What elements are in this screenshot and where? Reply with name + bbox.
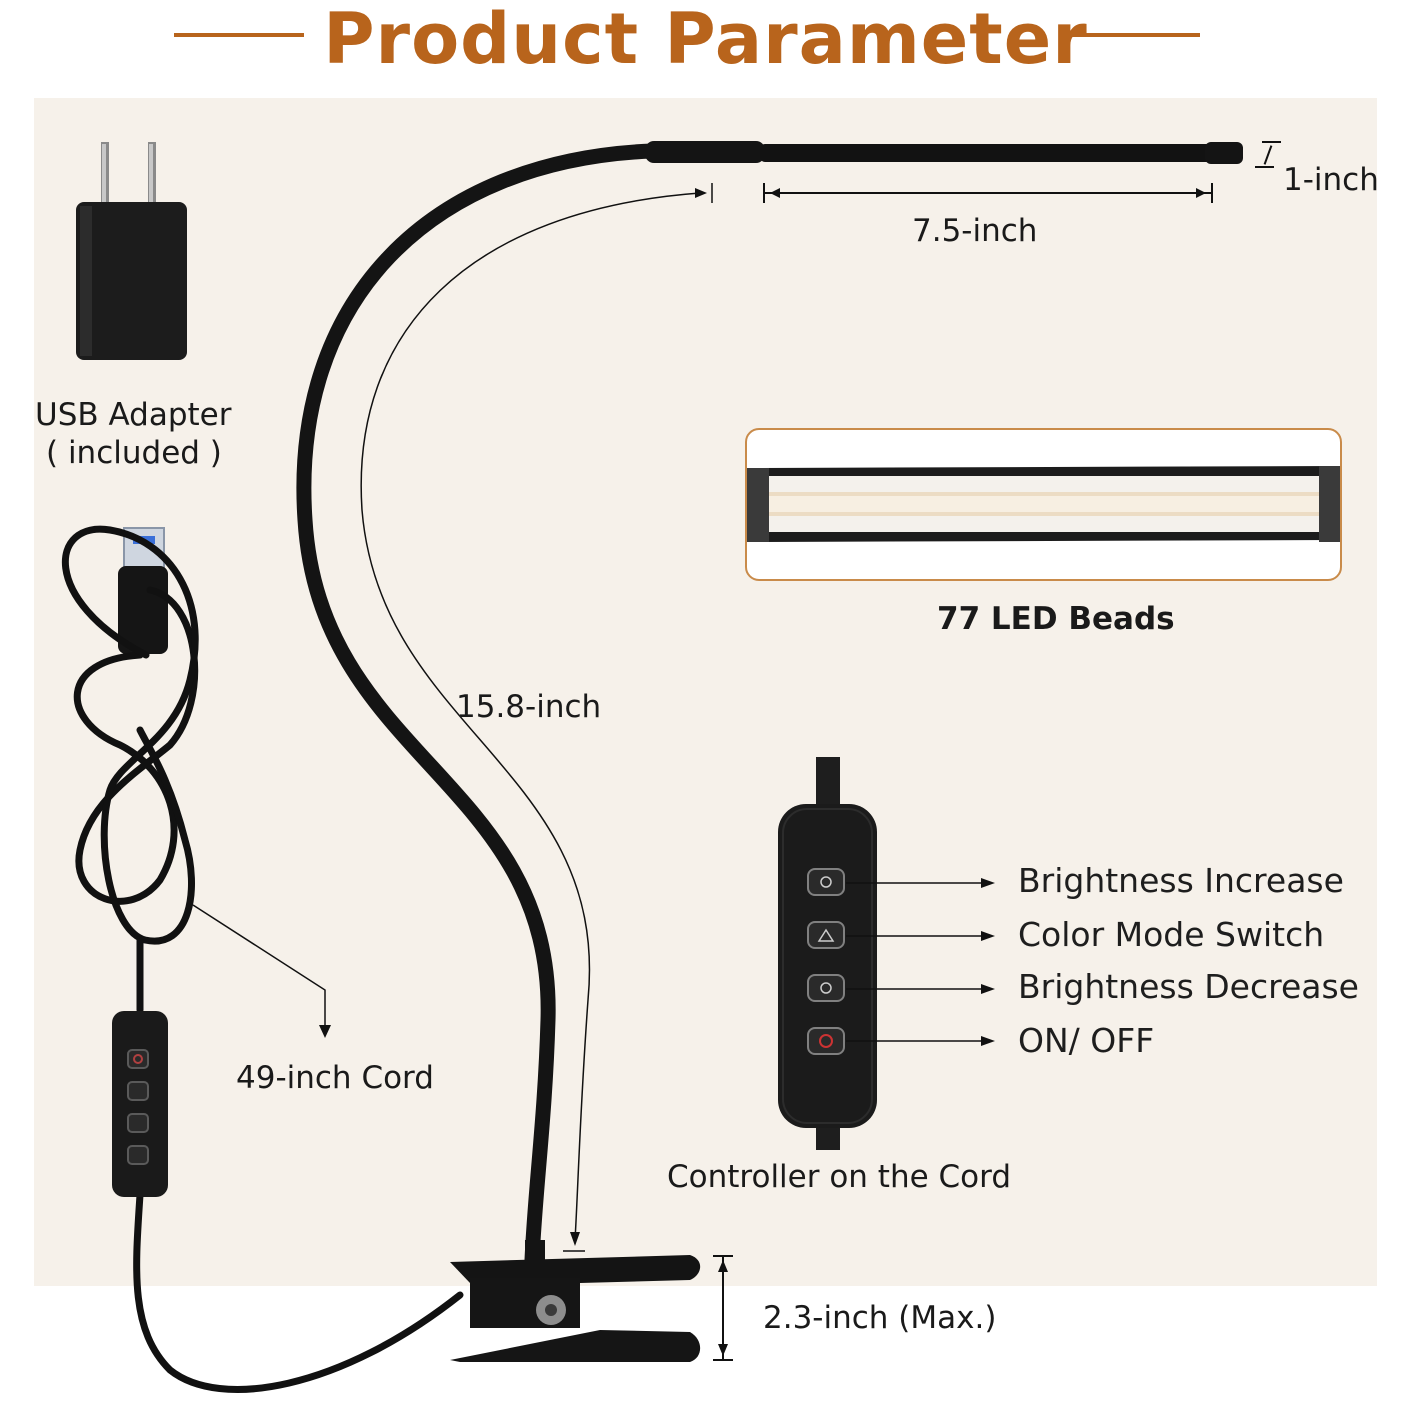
- gooseneck-length-label: 15.8-inch: [456, 689, 602, 725]
- color-mode-icon: [807, 921, 845, 949]
- led-beads-label: 77 LED Beads: [937, 601, 1175, 637]
- clamp-opening-label: 2.3-inch (Max.): [763, 1300, 997, 1336]
- cord-length-label: 49-inch Cord: [236, 1060, 434, 1096]
- brightness-down-icon: [807, 974, 845, 1002]
- brightness-up-icon: [807, 868, 845, 896]
- color-mode-switch-label: Color Mode Switch: [1018, 915, 1325, 954]
- clamp-icon: [450, 1240, 701, 1362]
- product-panel: [34, 98, 1377, 1286]
- power-icon: [807, 1027, 845, 1055]
- head-dimension-lines: [763, 141, 1281, 203]
- brightness-increase-label: Brightness Increase: [1018, 861, 1344, 900]
- led-strip-art: [747, 466, 1340, 542]
- on-off-label: ON/ OFF: [1018, 1021, 1155, 1060]
- controller-pointer-lines: [846, 878, 995, 1046]
- head-height-label: 1-inch: [1283, 162, 1379, 198]
- head-length-label: 7.5-inch: [912, 213, 1038, 249]
- controller-icon: [778, 757, 877, 1150]
- cord-length-leader: [192, 904, 331, 1038]
- title-row: Product Parameter: [0, 0, 1411, 90]
- gooseneck-dimension-line: [360, 183, 713, 1252]
- title-right-rule: [1068, 33, 1200, 37]
- clamp-dimension-line: [713, 1255, 733, 1361]
- usb-adapter-icon: [76, 142, 187, 360]
- desk-lamp-icon: [296, 141, 1243, 1268]
- page-title: Product Parameter: [323, 0, 1088, 80]
- adapter-included-label: ( included ): [46, 435, 222, 471]
- controller-caption: Controller on the Cord: [667, 1159, 1012, 1195]
- brightness-decrease-label: Brightness Decrease: [1018, 967, 1359, 1006]
- adapter-label: USB Adapter: [35, 397, 232, 433]
- title-left-rule: [174, 33, 304, 37]
- led-strip-icon: [745, 428, 1342, 581]
- usb-cable-icon: [61, 525, 464, 1393]
